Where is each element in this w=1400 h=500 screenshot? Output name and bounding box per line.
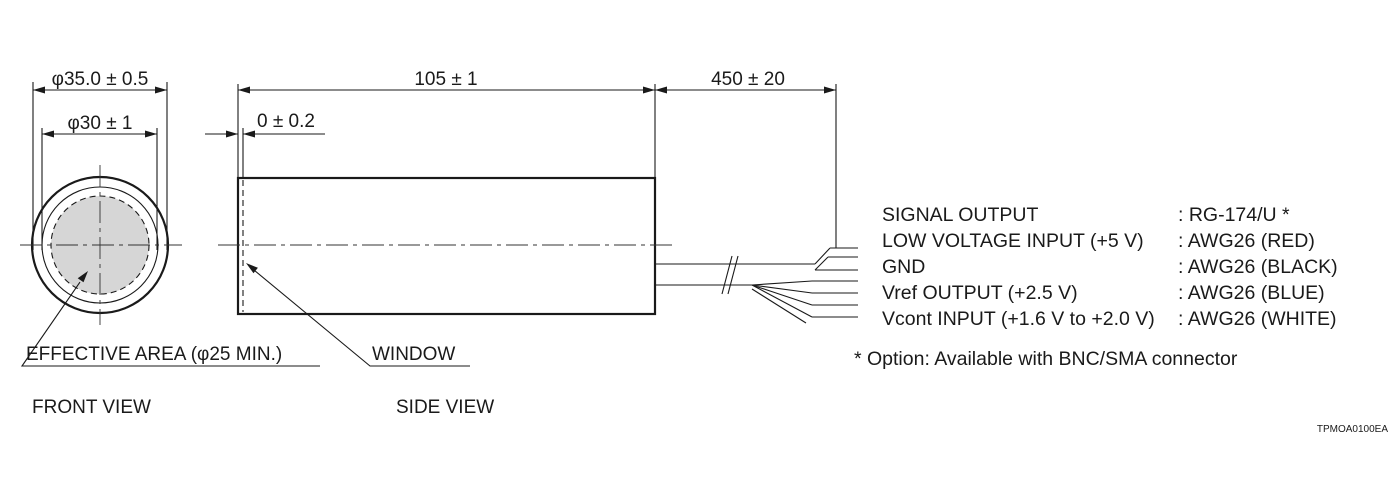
- side-view: 105 ± 1 450 ± 20 0 ± 0.2 WINDOW SIDE VIE…: [205, 69, 837, 418]
- cable-length-label: 450 ± 20: [711, 69, 785, 90]
- length-label: 105 ± 1: [414, 69, 477, 90]
- wiring-table: SIGNAL OUTPUT : RG-174/U * LOW VOLTAGE I…: [854, 204, 1338, 370]
- effective-area-label: EFFECTIVE AREA (φ25 MIN.): [26, 344, 282, 365]
- front-view: φ35.0 ± 0.5 φ30 ± 1 EFFECTIVE AREA (φ25 …: [20, 69, 320, 418]
- wire-spec: : AWG26 (BLACK): [1178, 256, 1338, 278]
- option-note: * Option: Available with BNC/SMA connect…: [854, 348, 1238, 370]
- wire-signal: Vref OUTPUT (+2.5 V): [882, 282, 1078, 304]
- outer-diameter-label: φ35.0 ± 0.5: [52, 69, 149, 90]
- side-view-label: SIDE VIEW: [396, 397, 494, 418]
- wire-signal: Vcont INPUT (+1.6 V to +2.0 V): [882, 308, 1155, 330]
- wire-spec: : AWG26 (WHITE): [1178, 308, 1337, 330]
- wire-spec: : AWG26 (RED): [1178, 230, 1315, 252]
- wire-spec: : RG-174/U *: [1178, 204, 1290, 226]
- wire-spec: : AWG26 (BLUE): [1178, 282, 1325, 304]
- front-view-label: FRONT VIEW: [32, 397, 151, 418]
- wire-signal: LOW VOLTAGE INPUT (+5 V): [882, 230, 1144, 252]
- wire-signal: SIGNAL OUTPUT: [882, 204, 1038, 226]
- window-label: WINDOW: [372, 344, 455, 365]
- wire-signal: GND: [882, 256, 925, 278]
- cable: [655, 247, 858, 324]
- inner-diameter-label: φ30 ± 1: [67, 113, 132, 134]
- drawing-code: TPMOA0100EA: [1317, 424, 1388, 435]
- detector-body: [236, 176, 657, 316]
- window-offset-label: 0 ± 0.2: [257, 111, 315, 132]
